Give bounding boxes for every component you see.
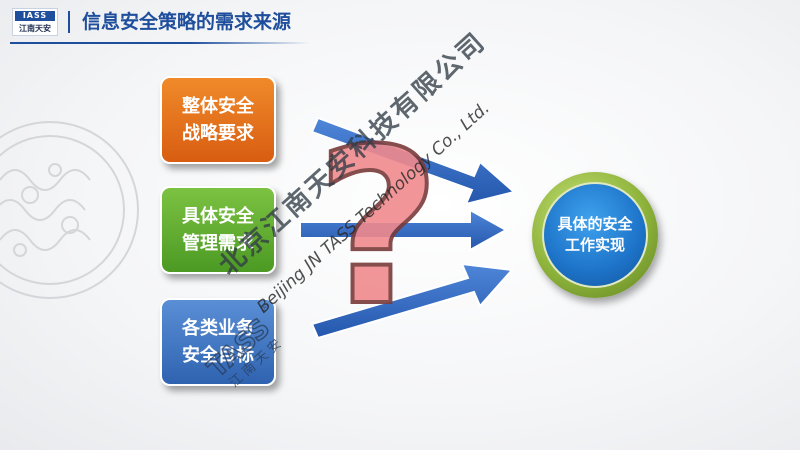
arrow-bottom [310, 262, 515, 340]
source-label-line2: 安全目标 [182, 345, 254, 366]
source-label-line1: 各类业务 [182, 318, 254, 339]
source-box-overall-strategy: 整体安全 战略要求 [160, 76, 276, 164]
source-label-line2: 战略要求 [182, 123, 254, 144]
arrow-middle [299, 208, 509, 252]
target-label-line2: 工作实现 [564, 236, 625, 254]
slide-header: IASS 江南天安 信息安全策略的需求来源 [0, 0, 800, 44]
cloud-pattern-icon [0, 121, 139, 299]
header-divider [68, 11, 70, 33]
logo-cn-text: 江南天安 [19, 24, 51, 33]
title-underline [10, 42, 310, 44]
source-box-management: 具体安全 管理需求 [160, 186, 276, 274]
target-circle: 具体的安全 工作实现 [532, 172, 658, 298]
target-label-line1: 具体的安全 [557, 215, 633, 233]
target-inner: 具体的安全 工作实现 [542, 182, 648, 288]
arrow-top [310, 116, 517, 206]
registered-mark: ® [259, 302, 272, 315]
source-box-business: 各类业务 安全目标 [160, 298, 276, 386]
question-mark-icon: ? [314, 102, 443, 353]
company-logo: IASS 江南天安 [12, 8, 58, 36]
slide-title: 信息安全策略的需求来源 [82, 11, 292, 33]
watermark-logo: TASS ® 江南天安 [196, 297, 302, 400]
logo-text: IASS [22, 11, 48, 20]
source-label-line2: 管理需求 [182, 233, 254, 254]
source-label-line1: 具体安全 [182, 206, 254, 227]
logo-band: IASS [15, 11, 55, 21]
source-label-line1: 整体安全 [182, 96, 254, 117]
